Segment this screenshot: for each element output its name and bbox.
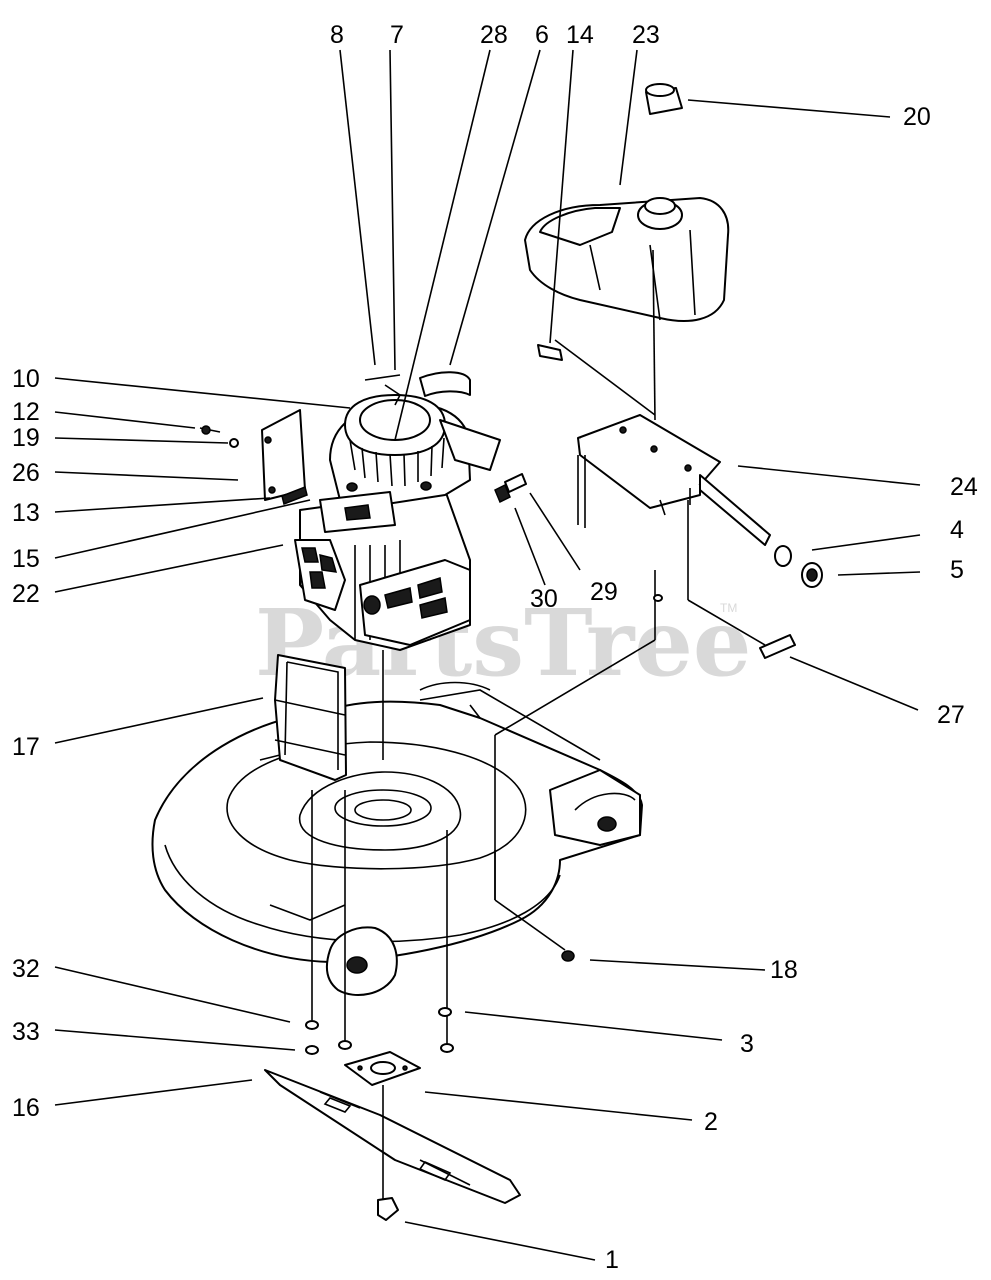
callout-23: 23	[632, 21, 660, 49]
callout-2: 2	[704, 1108, 718, 1136]
callout-7: 7	[390, 21, 404, 49]
callout-6: 6	[535, 21, 549, 49]
callout-32: 32	[12, 955, 40, 983]
callout-15: 15	[12, 545, 40, 573]
blade-16	[264, 1069, 521, 1204]
engine	[294, 394, 501, 760]
callout-27: 27	[937, 701, 965, 729]
grip-14	[537, 344, 563, 361]
callout-8: 8	[330, 21, 344, 49]
callout-14: 14	[566, 21, 594, 49]
callout-33: 33	[12, 1018, 40, 1046]
callout-16: 16	[12, 1094, 40, 1122]
nut-18	[561, 950, 575, 962]
callout-3: 3	[740, 1030, 754, 1058]
callout-28: 28	[480, 21, 508, 49]
blade-bolt-1	[377, 1085, 399, 1221]
mower-deck	[151, 681, 643, 996]
leader-lines	[54, 49, 921, 1261]
control-plate-26	[199, 409, 308, 506]
callout-26: 26	[12, 459, 40, 487]
callout-30: 30	[530, 585, 558, 613]
callout-13: 13	[12, 499, 40, 527]
callout-4: 4	[950, 516, 964, 544]
blade-adapter-2	[344, 1051, 421, 1086]
callout-24: 24	[950, 473, 978, 501]
callout-18: 18	[770, 956, 798, 984]
callout-19: 19	[12, 424, 40, 452]
callout-1: 1	[605, 1246, 619, 1274]
callout-5: 5	[950, 556, 964, 584]
clip-27	[759, 634, 796, 659]
washer-4	[774, 545, 792, 567]
watermark-trademark: TM	[720, 601, 737, 615]
callout-22: 22	[12, 580, 40, 608]
callout-20: 20	[903, 103, 931, 131]
handle-bracket-17	[274, 654, 347, 781]
shield-6	[419, 371, 471, 397]
callout-12: 12	[12, 398, 40, 426]
tank-bracket-24	[577, 414, 771, 546]
callout-10: 10	[12, 365, 40, 393]
bolt-29	[494, 473, 527, 504]
wire-7	[384, 384, 402, 406]
fuel-tank-23	[524, 197, 730, 322]
deck-fasteners	[305, 570, 663, 1055]
callout-labels: 8 7 28 6 14 23 20 10 12 19 26 13 15 22 3…	[12, 21, 978, 1274]
knob-5	[801, 562, 823, 588]
fuel-cap-20	[645, 83, 683, 115]
callout-17: 17	[12, 733, 40, 761]
callout-29: 29	[590, 578, 618, 606]
wire-8	[364, 374, 401, 381]
